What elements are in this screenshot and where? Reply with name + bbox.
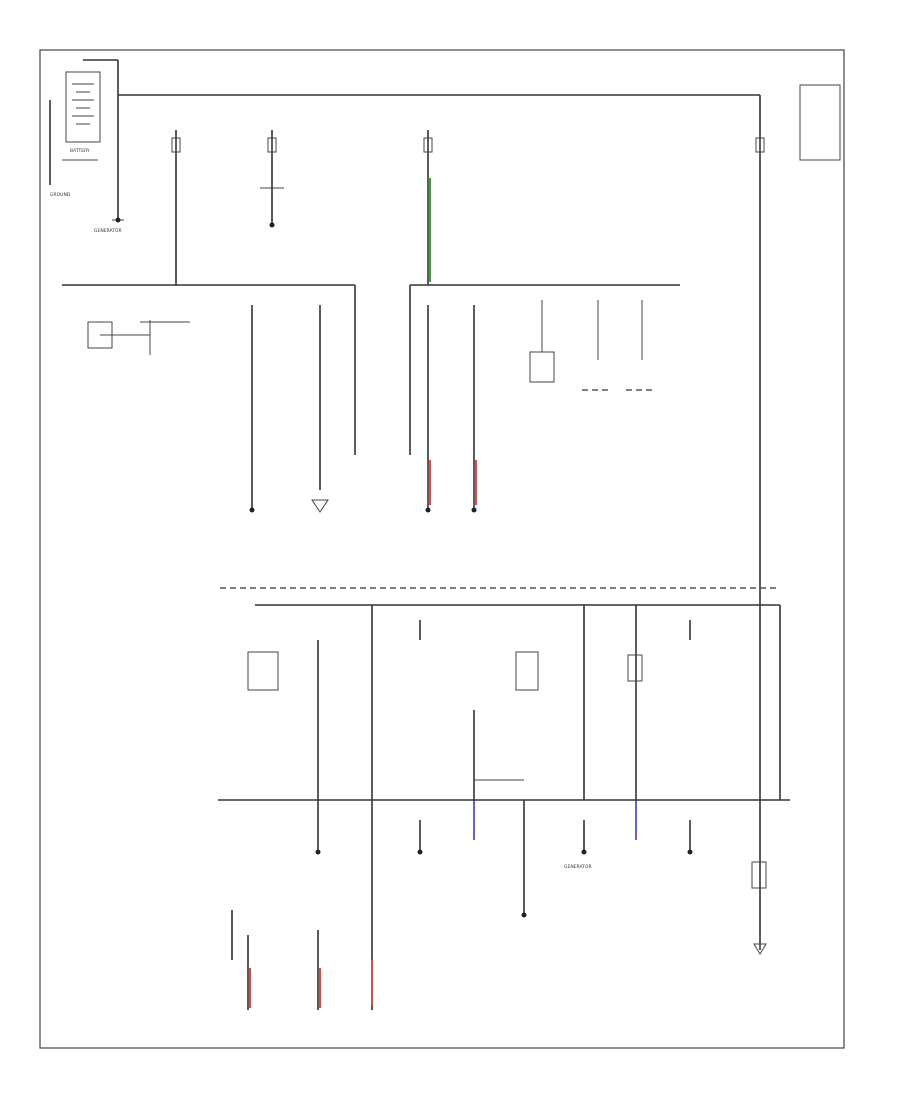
fuse-icon	[171, 137, 181, 153]
diagram-frame	[39, 49, 845, 1049]
battery-icon	[65, 71, 101, 143]
fuse-icon	[267, 137, 277, 153]
fuse-block-label-box	[799, 84, 841, 161]
relay-icon	[515, 651, 539, 691]
battery-label: GROUND	[50, 192, 71, 198]
relay-icon	[247, 651, 279, 691]
fuse-icon	[423, 137, 433, 153]
ground-icon	[112, 217, 124, 223]
generator-label-bottom: GENERATOR	[564, 864, 592, 870]
relay-icon	[529, 351, 555, 383]
fuse-icon	[755, 137, 765, 153]
generator-label-top: GENERATOR	[94, 228, 122, 234]
relay-icon	[87, 320, 190, 355]
fuse-icon	[751, 861, 767, 889]
fuse-icon	[627, 654, 643, 682]
battery-text: BATTERY	[70, 148, 90, 154]
